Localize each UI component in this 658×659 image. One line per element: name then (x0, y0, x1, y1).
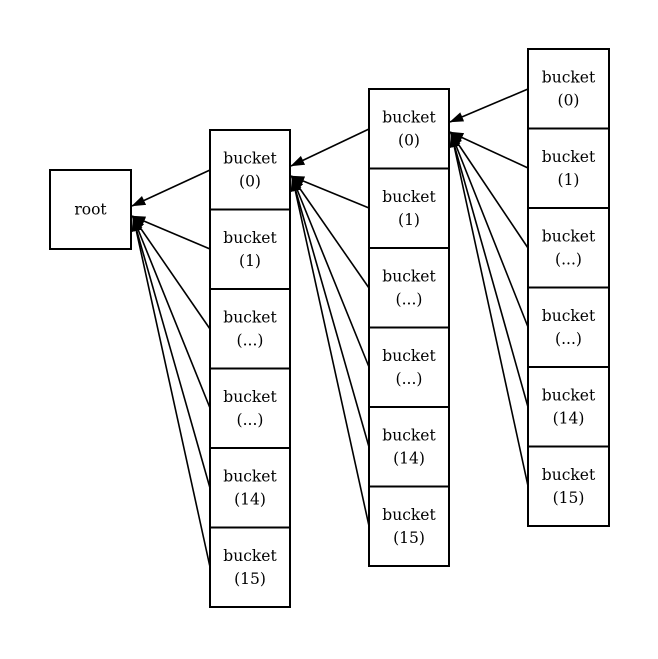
bucket-cell (527, 207, 610, 289)
bucket-cell (368, 485, 450, 567)
edges-level2-to-level1 (290, 128, 370, 527)
edge-l1c4-root (131, 216, 211, 489)
edges-level1-to-root (131, 169, 211, 568)
edge-l1c3-root (132, 216, 211, 409)
bucket-cell-label: bucket(...) (223, 309, 277, 350)
edges-level3-to-level2 (449, 88, 529, 487)
edge-l3c4-l2b0 (449, 132, 529, 408)
edge-l2c5-l1b0 (290, 177, 370, 527)
edge-l2c4-l1b0 (290, 176, 370, 448)
bucket-cell-label: bucket(...) (542, 307, 596, 348)
bucket-cell-label: bucket(15) (223, 547, 277, 588)
bucket-cell-label: bucket(14) (382, 427, 436, 468)
bucket-cell (368, 88, 450, 170)
bucket-cell-label: bucket(14) (223, 468, 277, 509)
edge-l1c2-root (131, 215, 211, 330)
bucket-cell-label: bucket(...) (382, 268, 436, 309)
bucket-cell-label: bucket(1) (382, 188, 436, 229)
bucket-cell (527, 366, 610, 448)
edge-l1c5-root (131, 217, 211, 568)
bucket-cell-label: bucket(...) (382, 347, 436, 388)
edge-l1c1-root (131, 215, 211, 250)
edge-l3c5-l2b0 (449, 133, 529, 487)
bucket-cell-label: bucket(0) (223, 150, 277, 191)
bucket-cell-label: bucket(0) (382, 109, 436, 150)
bucket-column-level3: bucket(0) bucket(1) bucket(...) bucket(.… (527, 48, 610, 527)
edge-l2c2-l1b0 (290, 175, 370, 289)
bucket-cell (368, 326, 450, 408)
edge-l3c2-l2b0 (449, 131, 529, 249)
bucket-cell-label: bucket(14) (542, 387, 596, 428)
bucket-cell (209, 367, 291, 449)
edge-l3c0-l2b0 (449, 88, 529, 123)
bucket-cell (368, 167, 450, 249)
bucket-cell-label: bucket(15) (542, 466, 596, 507)
edge-l2c3-l1b0 (291, 176, 370, 368)
bucket-cell-label: bucket(0) (542, 69, 596, 110)
bucket-cell-label: bucket(...) (223, 388, 277, 429)
root-label: root (74, 201, 107, 219)
bucket-cell-label: bucket(...) (542, 228, 596, 269)
root-box (49, 169, 132, 250)
root-node: root (49, 169, 132, 250)
bucket-cell (527, 286, 610, 368)
edge-l3c1-l2b0 (449, 131, 529, 169)
edge-l3c3-l2b0 (450, 132, 529, 328)
bucket-cell (368, 247, 450, 329)
bucket-cell (527, 127, 610, 209)
bucket-column-level1: bucket(0) bucket(1) bucket(...) bucket(.… (209, 129, 291, 608)
bucket-cell-label: bucket(1) (223, 229, 277, 270)
bucket-cell-label: bucket(15) (382, 506, 436, 547)
edge-l2c1-l1b0 (290, 175, 370, 209)
bucket-cell (209, 526, 291, 608)
bucket-cell (368, 406, 450, 488)
bucket-cell (209, 208, 291, 290)
bucket-cell-label: bucket(1) (542, 148, 596, 189)
bucket-cell (527, 445, 610, 527)
bucket-cell (209, 447, 291, 529)
edge-l2c0-l1b0 (290, 128, 370, 167)
bucket-column-level2: bucket(0) bucket(1) bucket(...) bucket(.… (368, 88, 450, 567)
bucket-cell (209, 129, 291, 211)
bucket-cell (527, 48, 610, 130)
edge-l1c0-root (131, 169, 211, 207)
bucket-cell (209, 288, 291, 370)
